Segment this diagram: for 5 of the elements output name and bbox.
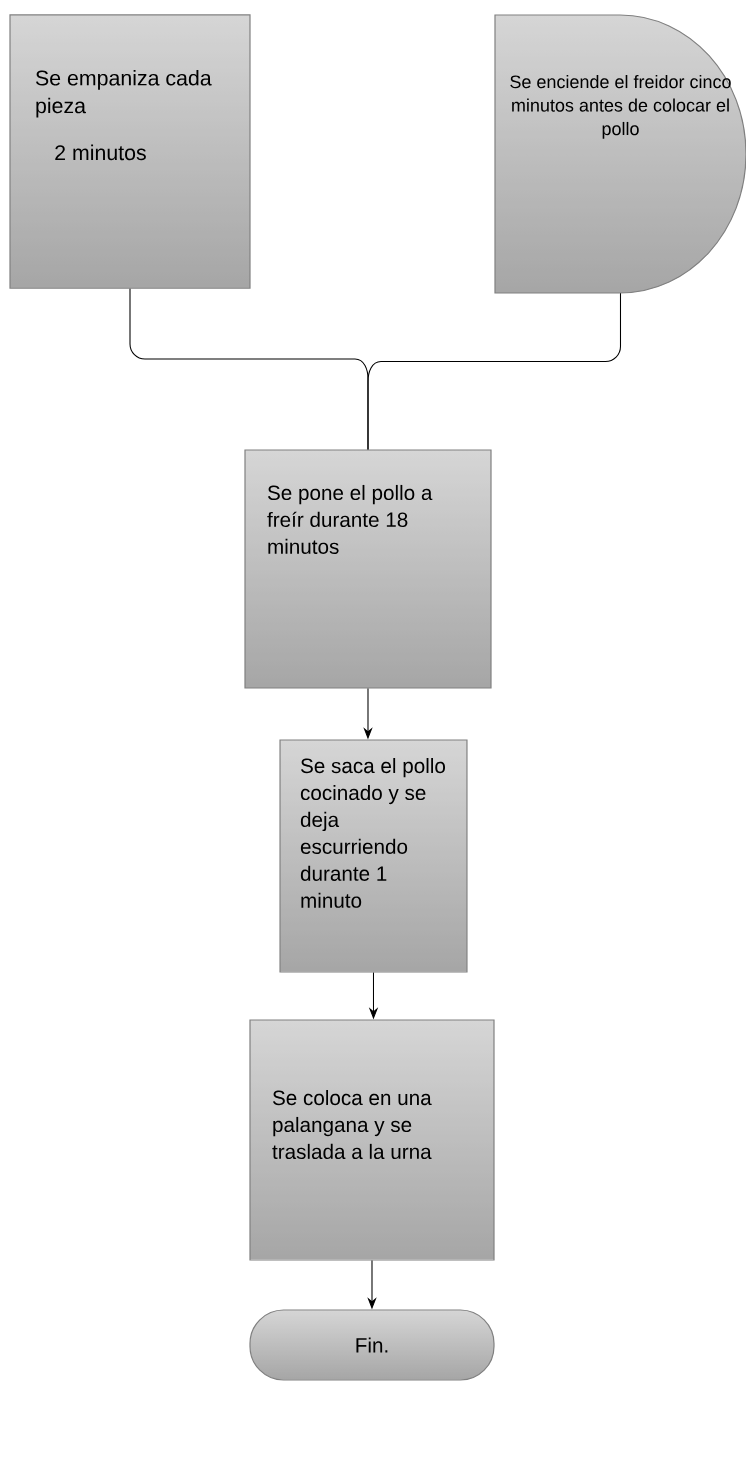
process-box: Se saca el pollo cocinado y se deja escurriendo durante 1 minuto — [279, 739, 468, 973]
process-box: Se empaniza cada pieza 2 minutos — [9, 14, 251, 289]
process-box: Se pone el pollo a freír durante 18 minutos — [244, 449, 492, 689]
brace-connector — [367, 292, 622, 450]
process-box: Se coloca en una palangana y se traslada a la urna — [249, 1019, 495, 1261]
